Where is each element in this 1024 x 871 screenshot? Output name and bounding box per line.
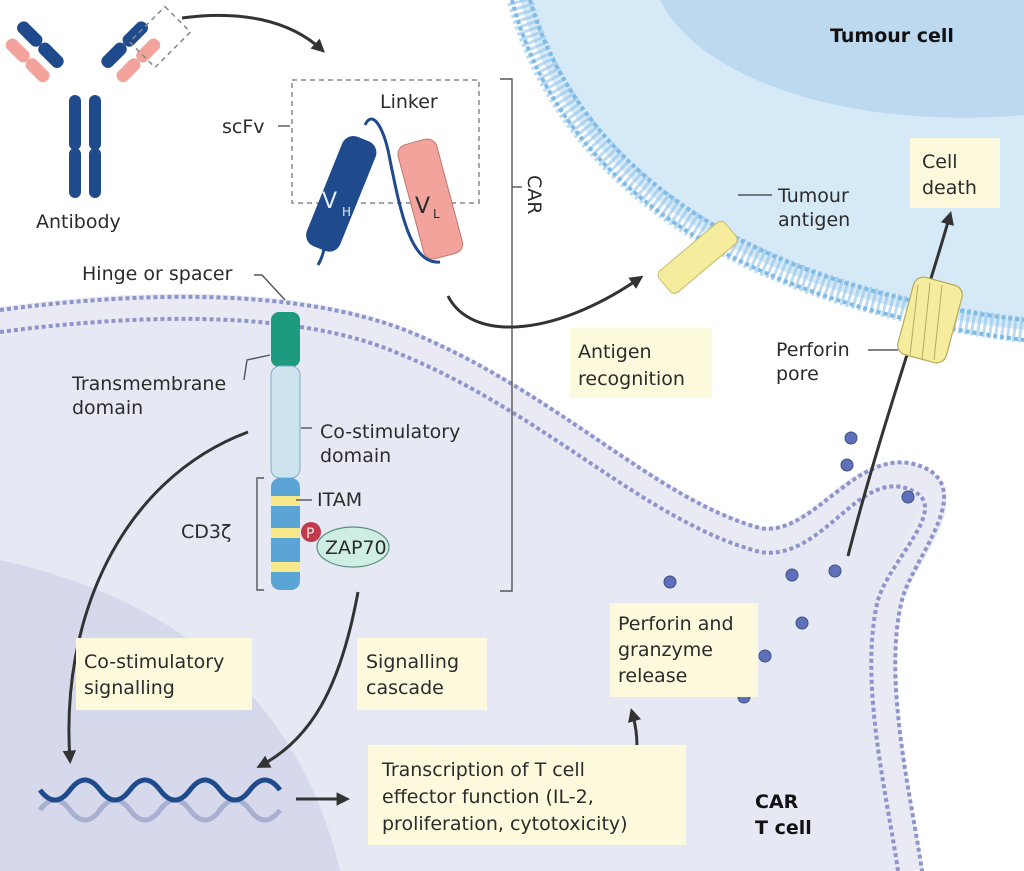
tumour-nucleus: [660, 0, 1024, 118]
svg-text:pore: pore: [776, 363, 819, 385]
linker-line: [363, 117, 441, 264]
cd3z-domain: [271, 478, 300, 590]
svg-text:effector function (IL-2,: effector function (IL-2,: [382, 786, 594, 808]
tumour-antigen-label: Tumour: [777, 185, 849, 207]
costim-domain-label: Co-stimulatory: [320, 421, 460, 443]
svg-text:recognition: recognition: [578, 368, 685, 390]
vh-domain: [306, 136, 377, 252]
antibody-label: Antibody: [36, 211, 121, 233]
itam-label: ITAM: [317, 489, 362, 511]
svg-text:death: death: [922, 177, 977, 199]
perforin-release-box: [610, 603, 758, 697]
svg-text:release: release: [618, 665, 687, 687]
transcription-box: [368, 745, 686, 845]
tumour-membrane: [507, 0, 1024, 343]
scfv-box: [291, 79, 480, 204]
car-t-cell-label: CAR: [755, 791, 799, 813]
linker-label: Linker: [380, 91, 438, 113]
pore-to-death-arrow: [846, 211, 954, 557]
zap70: [316, 526, 390, 568]
antibody-to-scfv-arrow: [181, 13, 325, 53]
perforin-release-label: Perforin and: [618, 613, 734, 635]
car-bracket: [500, 78, 513, 592]
transcription-label: Transcription of T cell: [381, 759, 585, 781]
svg-text:signalling: signalling: [84, 677, 175, 699]
antibody-icon: [5, 5, 192, 198]
vl-label: V: [415, 194, 430, 219]
vh-label: V: [322, 189, 337, 214]
scfv-label: scFv: [222, 116, 265, 138]
svg-text:cascade: cascade: [366, 677, 444, 699]
costim-signalling-box: [76, 638, 252, 710]
svg-text:domain: domain: [72, 397, 143, 419]
svg-text:antigen: antigen: [778, 209, 850, 231]
costim-signalling-label: Co-stimulatory: [84, 651, 224, 673]
costim-domain: [270, 365, 301, 479]
svg-text:T cell: T cell: [755, 817, 812, 839]
recognition-arrow: [446, 275, 644, 329]
fragment-highlight: [128, 5, 192, 69]
tumour-antigen: [657, 220, 738, 294]
svg-text:P: P: [306, 526, 314, 542]
signalling-cascade-box: [357, 638, 487, 710]
vh-sub: H: [342, 205, 351, 219]
cell-death-label: Cell: [922, 151, 958, 173]
transmembrane-domain: [271, 312, 300, 367]
dna-icon: [38, 777, 282, 823]
antigen-recognition-box: [570, 328, 712, 398]
car-t-cell: [0, 293, 947, 871]
perforin-pore-label: Perforin: [776, 339, 850, 361]
svg-text:proliferation, cytotoxicity): proliferation, cytotoxicity): [382, 813, 628, 835]
svg-text:granzyme: granzyme: [618, 639, 713, 661]
zap70-label: ZAP70: [325, 537, 387, 559]
car-label: CAR: [523, 175, 545, 214]
costim-arrow: [62, 430, 249, 765]
vl-sub: L: [433, 207, 440, 221]
signalling-cascade-label: Signalling: [366, 651, 459, 673]
tcell-nucleus: [0, 560, 340, 871]
vl-domain: [397, 138, 464, 260]
svg-text:domain: domain: [320, 445, 391, 467]
tumour-cell-label: Tumour cell: [830, 25, 954, 47]
tumour-cell: [507, 0, 1024, 343]
hinge-label: Hinge or spacer: [82, 263, 233, 285]
antigen-recognition-label: Antigen: [578, 341, 652, 363]
perforin-pore-icon: [897, 276, 963, 364]
cell-death-box: [910, 138, 1000, 208]
transmembrane-label: Transmembrane: [71, 373, 226, 395]
cd3z-label: CD3ζ: [181, 521, 231, 543]
phospho-icon: [301, 522, 321, 542]
cascade-arrow: [256, 591, 360, 768]
tcell-membrane: [0, 293, 947, 871]
